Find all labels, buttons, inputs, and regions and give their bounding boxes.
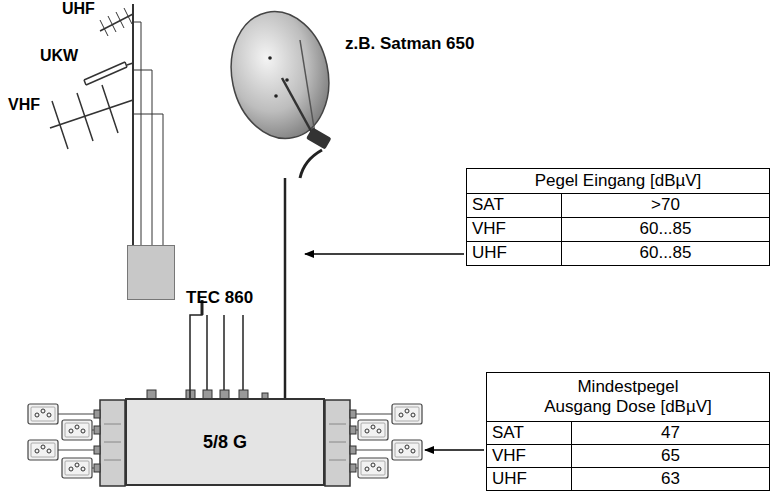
table-cell: 60...85 [640, 219, 692, 239]
multiswitch-box: 5/8 G [125, 398, 325, 486]
table-cell: SAT [492, 423, 524, 443]
table-cell: 47 [661, 423, 680, 443]
table-cell: SAT [472, 195, 504, 215]
table-cell: 65 [661, 446, 680, 466]
antenna-label: UKW [40, 47, 78, 65]
table-cell-box: 60...85 [561, 241, 770, 266]
table-cell-box: UHF [466, 241, 562, 266]
table-cell: VHF [472, 219, 506, 239]
cable-connector [284, 178, 287, 398]
leader-arrows [305, 254, 484, 450]
antenna-label: UHF [62, 0, 95, 18]
table-cell-box: SAT [486, 421, 572, 445]
table-cell-box: UHF [486, 467, 572, 491]
amplifier-label: TEC 860 [186, 288, 253, 308]
amplifier-box: TEC 860 [127, 245, 175, 300]
dish-node: z.B. Satman 650 [225, 8, 345, 178]
sat-cables [207, 315, 243, 398]
table-cell: VHF [492, 446, 526, 466]
multiswitch-label: 5/8 G [203, 432, 247, 453]
dish-label: z.B. Satman 650 [345, 34, 474, 54]
table-cell: UHF [472, 243, 507, 263]
multiswitch-housing [94, 390, 356, 486]
table-cell: 63 [661, 469, 680, 489]
cable-connector [190, 300, 202, 398]
antenna-mast [50, 4, 163, 245]
satellite-dish [220, 2, 341, 178]
table-cell-box: Mindestpegel Ausgang Dose [dBµV] [486, 372, 770, 422]
table-cell-box: 47 [571, 421, 770, 445]
table-cell: >70 [651, 195, 680, 215]
table-cell: UHF [492, 469, 527, 489]
table-cell-box: VHF [486, 444, 572, 468]
table-cell-box: >70 [561, 193, 770, 218]
table-header: Mindestpegel Ausgang Dose [dBµV] [528, 377, 728, 418]
table-header: Pegel Eingang [dBµV] [535, 171, 702, 191]
table-cell-box: 60...85 [561, 217, 770, 242]
table-cell-box: 63 [571, 467, 770, 491]
table-cell: 60...85 [640, 243, 692, 263]
table-cell-box: 65 [571, 444, 770, 468]
table-cell-box: Pegel Eingang [dBµV] [466, 168, 770, 194]
antenna-label: VHF [8, 96, 40, 114]
table-cell-box: SAT [466, 193, 562, 218]
table-cell-box: VHF [466, 217, 562, 242]
